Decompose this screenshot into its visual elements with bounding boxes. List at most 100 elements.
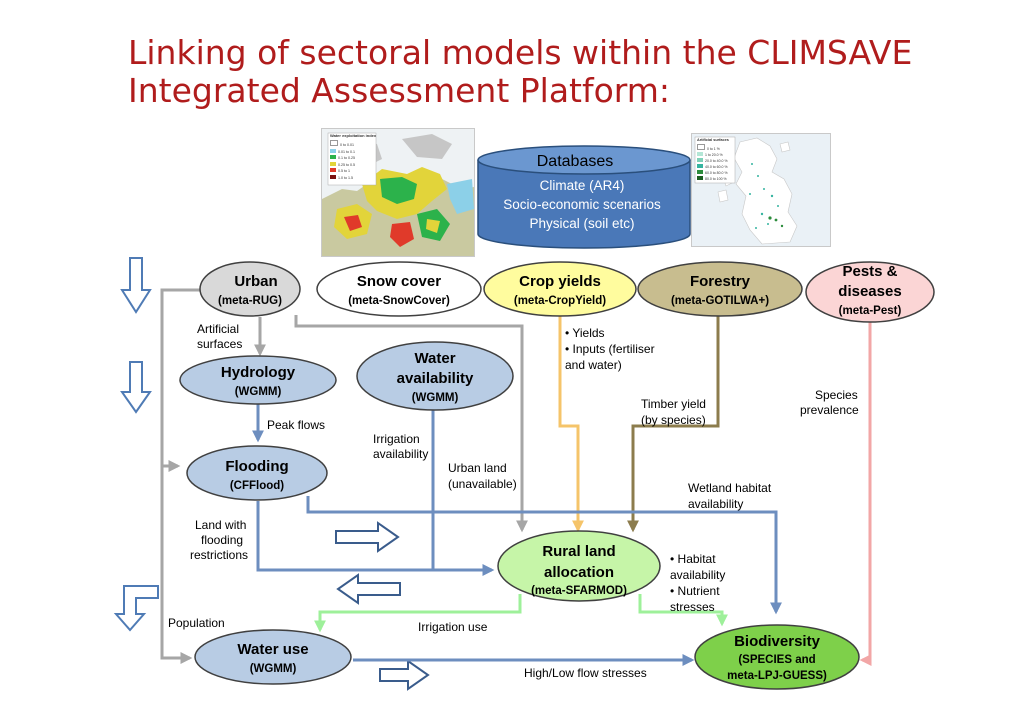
connector-flooding-to-biodiversity [306,496,782,615]
title-line-1: Linking of sectoral models within the CL… [128,33,913,72]
label-habitat: availability [670,568,725,582]
label-artificial-surfaces: surfaces [197,337,242,351]
database-title: Databases [537,153,614,170]
database-line: Socio-economic scenarios [503,197,661,212]
node-title: Crop yields [519,273,601,290]
node-subtitle: (meta-RUG) [218,295,282,307]
label-habitat: • Habitat [670,552,716,566]
legend-item: 40.0 to 60.0 % [697,164,728,170]
legend-item: 60.0 to 80.0 % [697,170,728,176]
label-nutrient: • Nutrient [670,584,720,598]
label-land-flooding: flooding [201,533,243,547]
connector-forestry-to-rural [627,316,720,533]
legend-item: 1 to 20.0 % [697,152,728,158]
node-title: Water [414,350,455,367]
flow-right-arrow-icon [335,521,400,553]
node-subtitle: (meta-SnowCover) [348,295,450,307]
page-title: Linking of sectoral models within the CL… [128,34,912,110]
label-timber-yield: Timber yield [641,397,706,411]
node-water-use: Water use (WGMM) [194,629,352,685]
flow-down-arrow-icon [120,257,152,314]
surfaces-map-legend: 0 to 1 % 1 to 20.0 % 20.0 to 40.0 % 40.0… [697,144,728,182]
database-line: Physical (soil etc) [529,216,634,231]
node-biodiversity: Biodiversity (SPECIES and meta-LPJ-GUESS… [694,624,860,690]
node-urban: Urban (meta-RUG) [199,261,301,317]
node-subtitle: (meta-Pest) [839,305,902,317]
label-wetland-habitat: availability [688,497,743,511]
node-title: Pests & [842,263,897,280]
water-exploitation-map: Water exploitation index 0 to 0.01 0.01 … [321,128,475,257]
flow-left-arrow-icon [336,573,401,605]
flow-turn-arrow-icon [113,585,159,632]
node-title: Flooding [225,458,288,475]
label-timber-yield: (by species) [641,413,706,427]
legend-item: 80.0 to 100 % [697,176,728,182]
node-subtitle: (CFFlood) [230,480,284,492]
node-pests-diseases: Pests & diseases (meta-Pest) [805,261,935,323]
connector-crop-to-rural [558,316,584,533]
node-subtitle: meta-LPJ-GUESS) [727,670,827,682]
database-cylinder: Databases Climate (AR4) Socio-economic s… [477,145,691,249]
legend-item: 0.01 to 0.1 [330,148,355,156]
node-subtitle: (meta-GOTILWA+) [671,295,769,307]
legend-item: 0 to 0.01 [330,140,355,149]
surfaces-map-legend-title: Artificial surfaces [697,138,729,142]
node-title: Urban [234,273,277,290]
artificial-surfaces-map: Artificial surfaces 0 to 1 % 1 to 20.0 %… [691,133,831,247]
label-urban-land: Urban land [448,461,507,475]
label-peak-flows: Peak flows [267,418,325,432]
connector-pests-to-biodiversity [859,318,872,666]
label-land-flooding: Land with [195,518,246,532]
node-title: availability [397,370,474,387]
label-irrigation-use: Irrigation use [418,620,488,634]
legend-item: 0 to 1 % [697,144,728,152]
label-irrigation-availability: Irrigation [373,432,420,446]
flow-down-arrow-icon [120,361,152,414]
node-title: Hydrology [221,364,296,381]
node-title: allocation [544,564,614,581]
node-subtitle: (meta-CropYield) [514,295,606,307]
label-species-prevalence: Species [815,388,858,402]
node-title: Rural land [542,543,615,560]
node-rural-land-allocation: Rural land allocation (meta-SFARMOD) [497,530,661,602]
legend-item: 0.25 to 0.5 [330,161,355,169]
label-urban-land: (unavailable) [448,477,517,491]
node-title: diseases [838,283,901,300]
node-subtitle: (WGMM) [235,386,282,398]
node-subtitle: (SPECIES and [738,654,815,666]
connector-flooding-to-rural [256,501,495,576]
water-map-legend-title: Water exploitation index [330,133,377,138]
connector-urban-to-water-use [160,288,204,664]
node-subtitle: (WGMM) [412,392,459,404]
label-yields: • Yields [565,326,605,340]
label-population: Population [168,616,225,630]
connector-urban-to-rural [294,315,528,533]
title-line-2: Integrated Assessment Platform: [128,71,671,110]
label-wetland-habitat: Wetland habitat [688,481,772,495]
label-inputs: and water) [565,358,622,372]
connector-rural-to-water-use [314,594,522,633]
node-hydrology: Hydrology (WGMM) [179,355,337,405]
database-line: Climate (AR4) [540,178,625,193]
legend-item: 0.1 to 0.25 [330,155,355,162]
node-subtitle: (WGMM) [250,663,297,675]
node-subtitle: (meta-SFARMOD) [531,585,627,597]
node-title: Forestry [690,273,751,290]
label-irrigation-availability: availability [373,447,428,461]
legend-item: 1.0 to 1.5 [330,174,355,182]
node-title: Water use [237,641,308,658]
legend-item: 20.0 to 40.0 % [697,158,728,164]
connector-rural-to-biodiversity [638,594,728,627]
label-land-flooding: restrictions [190,548,248,562]
node-crop-yields: Crop yields (meta-CropYield) [483,261,637,317]
flow-right-arrow-icon [379,659,430,691]
node-water-availability: Water availability (WGMM) [356,341,514,411]
node-snow-cover: Snow cover (meta-SnowCover) [316,261,482,317]
legend-item: 0.5 to 1 [330,168,355,175]
node-forestry: Forestry (meta-GOTILWA+) [637,261,803,317]
label-artificial-surfaces: Artificial [197,322,239,336]
label-nutrient: stresses [670,600,715,614]
label-inputs: • Inputs (fertiliser [565,342,655,356]
water-map-legend: 0 to 0.01 0.01 to 0.1 0.1 to 0.25 0.25 t… [330,140,355,181]
